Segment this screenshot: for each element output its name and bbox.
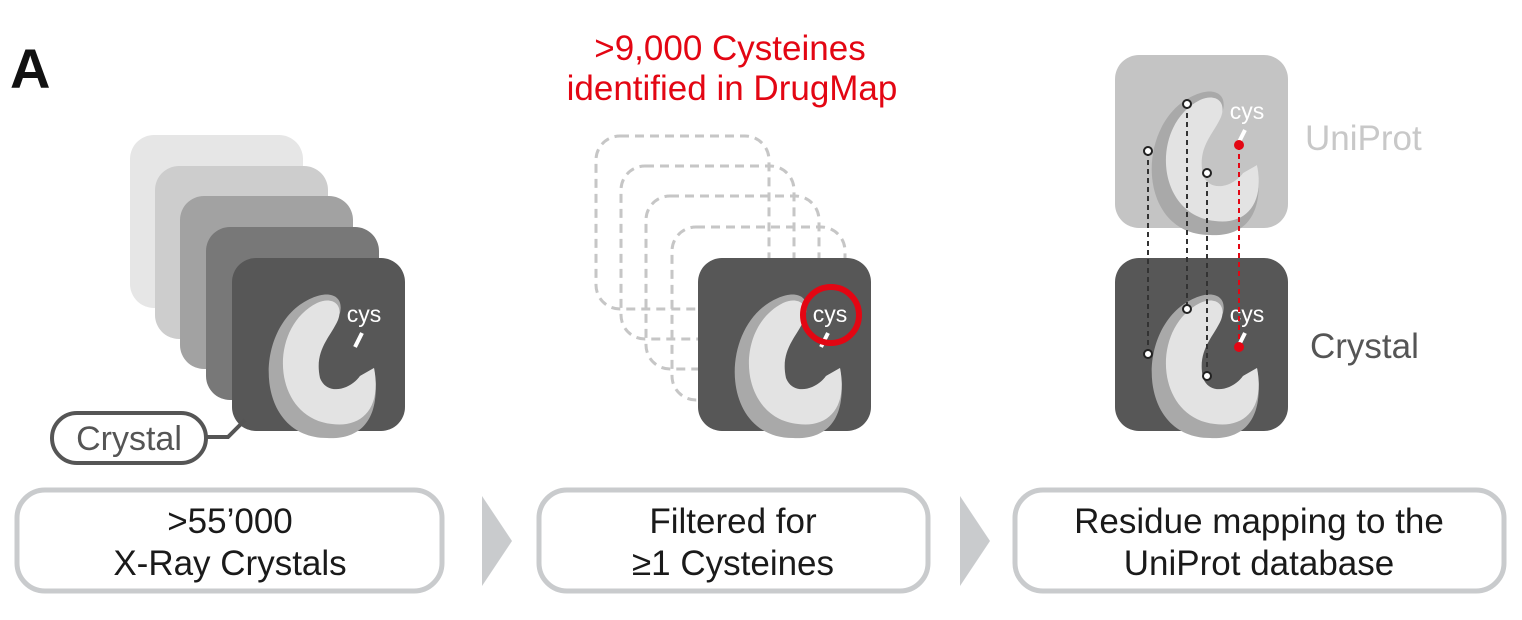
step-3-line2: UniProt database: [1124, 544, 1394, 583]
residue-point: [1143, 349, 1153, 359]
step-3-box: [1012, 487, 1507, 594]
cys-label: cys: [1230, 301, 1265, 327]
chevron-right-icon: [960, 496, 990, 586]
step-1-line2: X-Ray Crystals: [113, 544, 346, 583]
uniprot-label: UniProt: [1305, 119, 1422, 158]
filtered-card-outline-2: [619, 164, 796, 341]
step-2-line1: Filtered for: [649, 502, 817, 541]
cys-label: cys: [813, 301, 848, 327]
filtered-stack: cys: [594, 134, 871, 439]
residue-point: [1202, 168, 1212, 178]
filtered-card-outline-1: [594, 134, 771, 311]
step-2-box: [536, 487, 931, 594]
highlight-title-line2: identified in DrugMap: [567, 69, 898, 108]
residue-point: [1143, 146, 1153, 156]
residue-point: [1182, 304, 1192, 314]
highlight-title-line1: >9,000 Cysteines: [594, 29, 865, 68]
panel-label: A: [10, 37, 50, 100]
cys-label: cys: [347, 301, 382, 327]
cysteine-point: [1234, 342, 1244, 352]
mapping-panel: cys cys UniProt Crystal: [1115, 55, 1422, 439]
residue-mapping-lines: [1143, 99, 1244, 381]
crystal-tag-connector: [206, 418, 247, 439]
residue-point: [1202, 371, 1212, 381]
crystal-tag-label: Crystal: [76, 420, 182, 458]
cys-label: cys: [1230, 98, 1265, 124]
cysteine-point: [1234, 140, 1244, 150]
residue-point: [1182, 99, 1192, 109]
crystal-label: Crystal: [1310, 327, 1419, 366]
filtered-card-outline-4: [670, 225, 847, 402]
cysteine-highlight-circle: [800, 284, 862, 346]
chevron-right-icon: [482, 496, 512, 586]
cys-marker: [353, 332, 364, 348]
step-1-line1: >55’000: [167, 502, 293, 541]
crystal-stack: cys: [130, 135, 405, 439]
filtered-card-outline-3: [644, 194, 821, 371]
step-1-box: [14, 487, 445, 594]
step-3-line1: Residue mapping to the: [1074, 502, 1444, 541]
crystal-tag-pill: [50, 411, 208, 465]
step-2-line2: ≥1 Cysteines: [632, 544, 834, 583]
workflow-steps: >55’000 X-Ray Crystals Filtered for ≥1 C…: [14, 487, 1507, 594]
crystal-tag: Crystal: [50, 411, 247, 465]
